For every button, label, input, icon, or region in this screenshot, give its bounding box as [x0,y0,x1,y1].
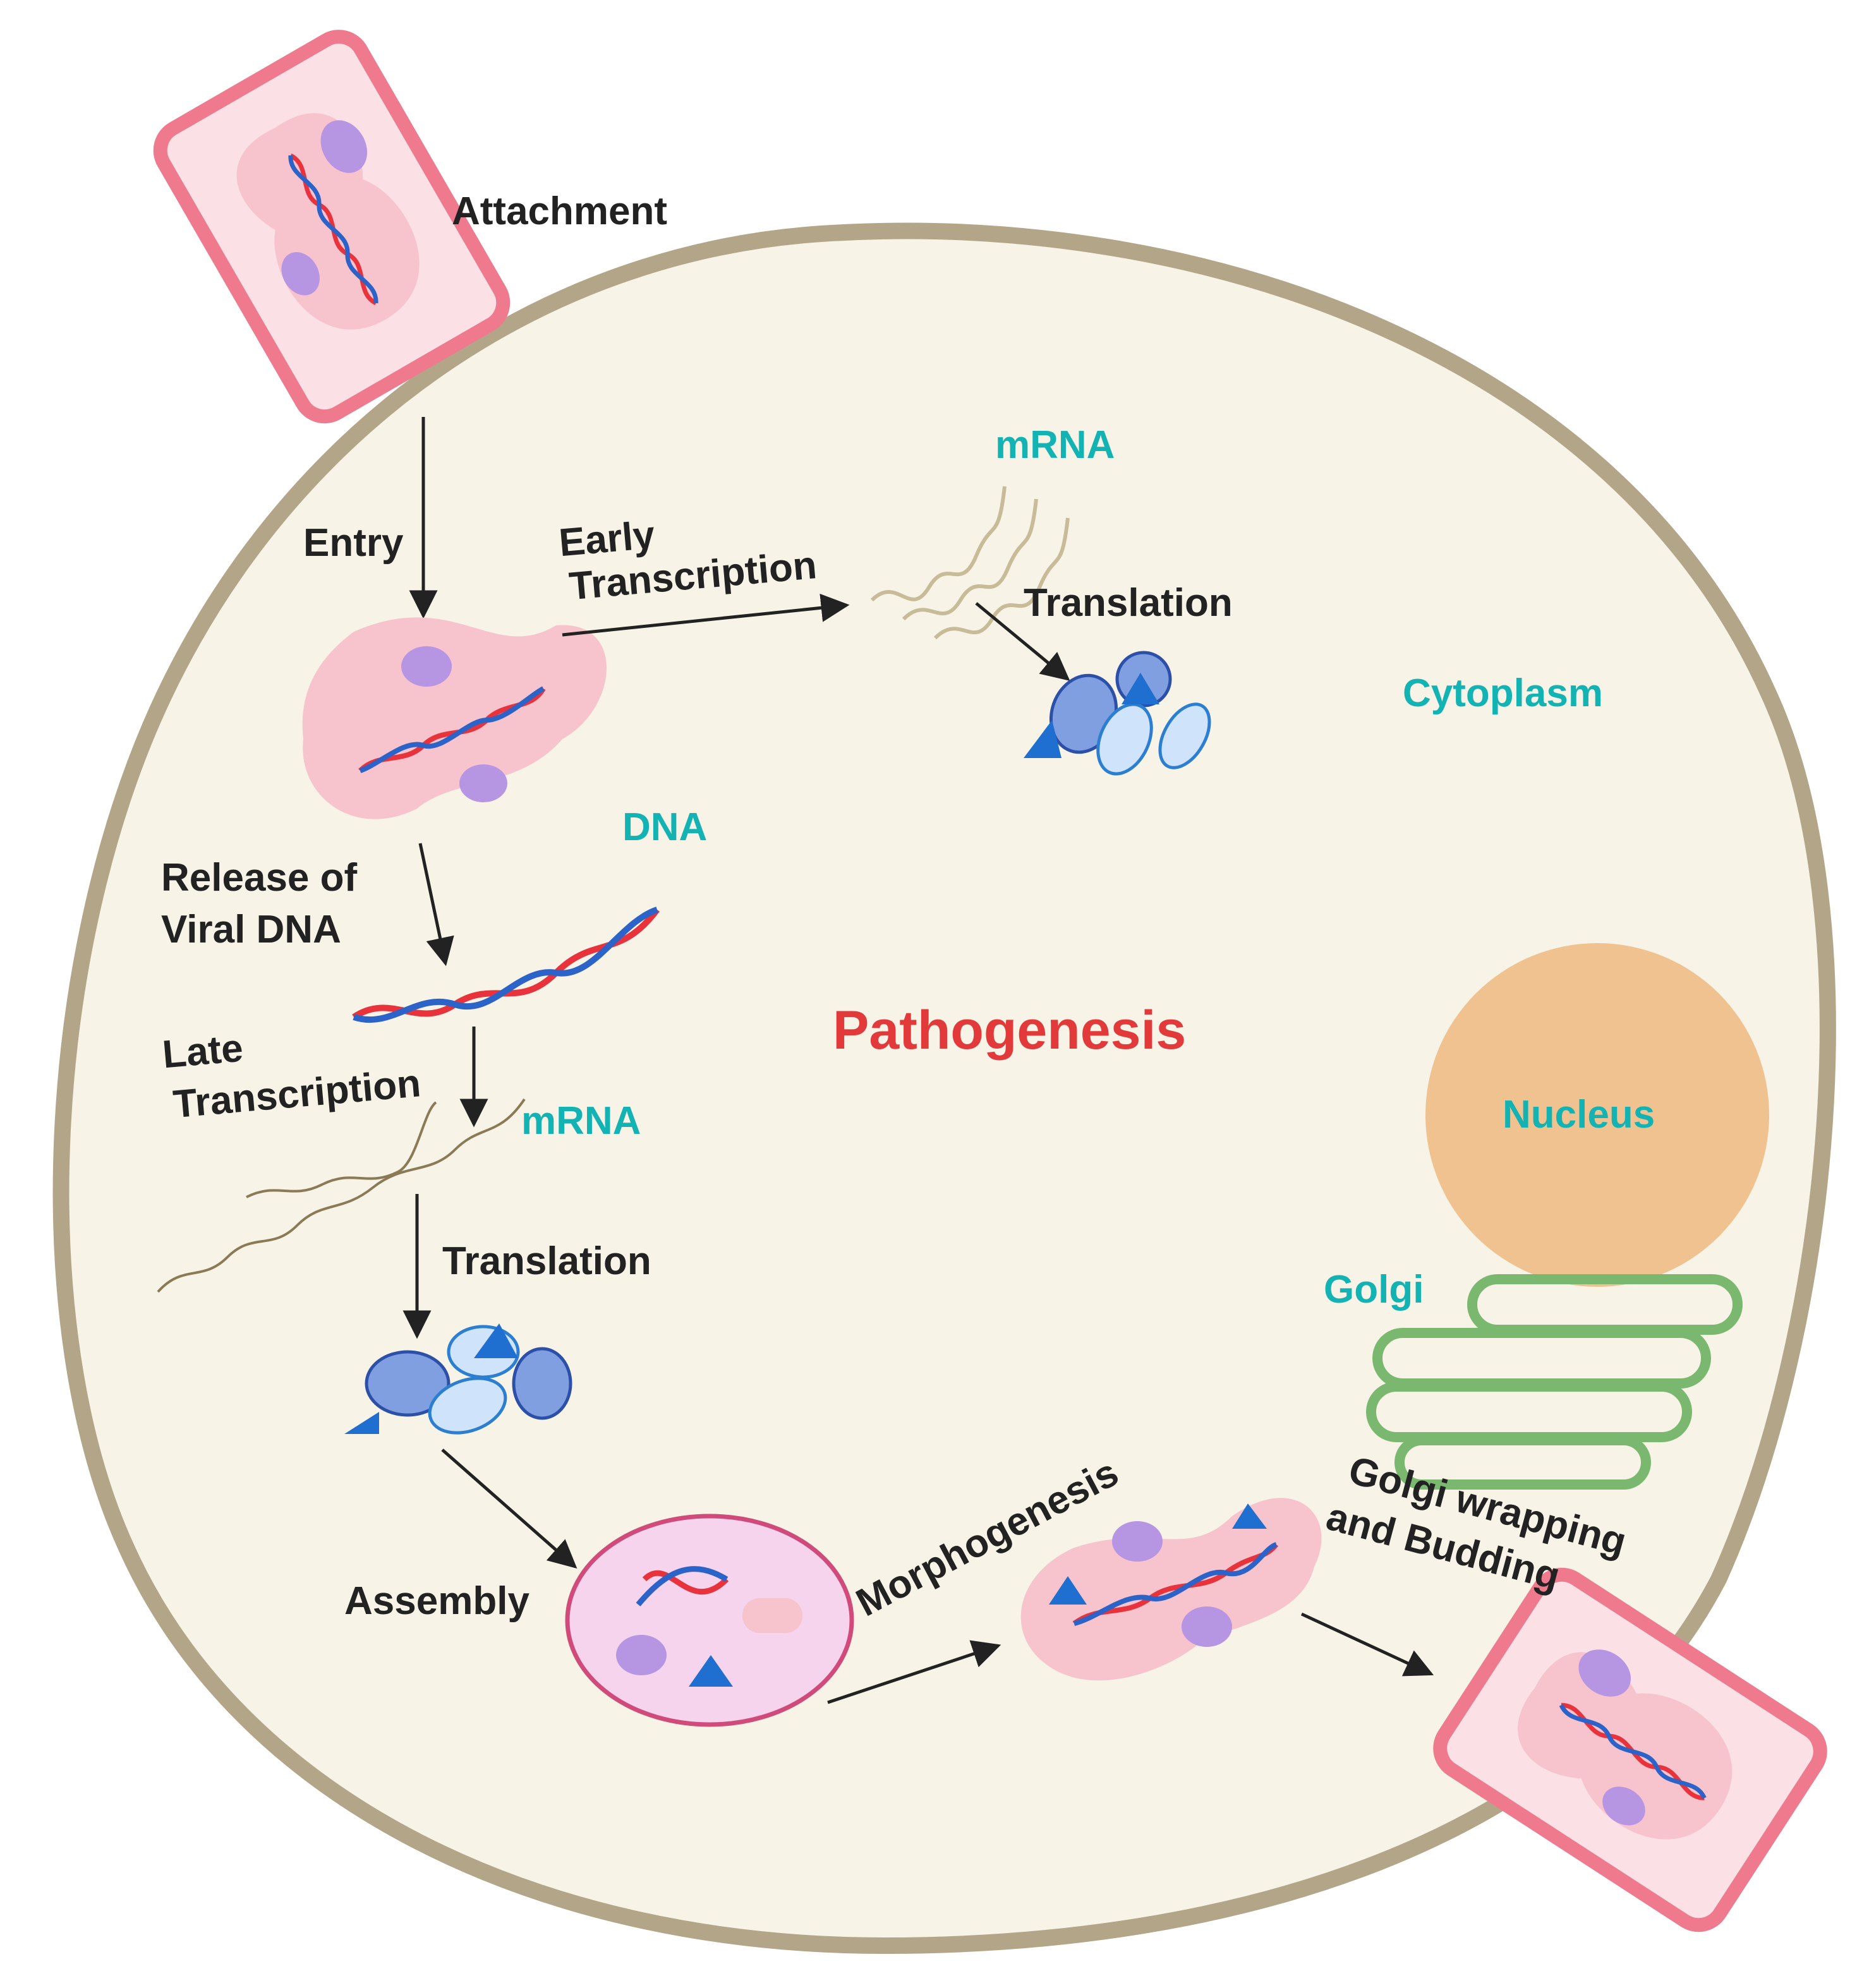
early-transcription-arrow [562,593,850,637]
assembly-label: Assembly [344,1579,529,1623]
protein-cluster-top [1024,651,1211,776]
budding-arrow [1300,1612,1434,1677]
attachment-label: Attachment [452,190,667,233]
translation-label-top: Translation [1024,581,1233,625]
golgi-apparatus [1366,1274,1743,1490]
cytoplasm-label: Cytoplasm [1403,672,1603,715]
virus-core-entry [302,617,607,819]
late-transcription-label-line1: Late [160,1027,245,1077]
mrna-strands-top [870,486,1070,640]
entry-label: Entry [303,521,404,565]
translation-label-bottom: Translation [442,1239,651,1283]
protein-cluster-bottom [344,1323,572,1435]
golgi-label: Golgi [1324,1268,1424,1311]
release-label-line1: Release of [161,856,358,900]
dna-label: DNA [622,805,707,849]
morphogenesis-arrow [827,1640,1001,1704]
early-transcription-label-line1: Early [557,513,657,565]
release-arrow [418,843,454,967]
pathogenesis-title: Pathogenesis [833,1000,1186,1061]
nucleus-label: Nucleus [1503,1093,1655,1136]
assembly-compartment [565,1514,854,1727]
virion-attachment [153,30,511,424]
mrna-label-bottom: mRNA [521,1099,641,1143]
mrna-label-top: mRNA [995,423,1115,467]
virus-core-morphogenesis [1020,1498,1322,1681]
assembly-arrow [441,1449,578,1569]
translation-arrow-top [975,602,1070,681]
release-label-line2: Viral DNA [161,908,341,951]
viral-dna-helix [352,907,660,1023]
virion-budding [1433,1567,1827,1932]
nucleus [1425,943,1769,1287]
mrna-strands-bottom [157,1098,526,1293]
